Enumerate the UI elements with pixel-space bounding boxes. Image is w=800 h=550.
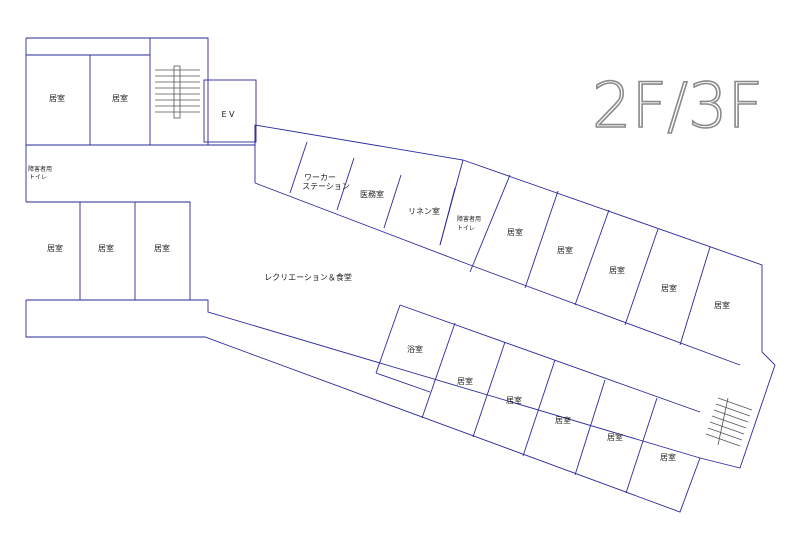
room-label-nw1: 居室 [49, 93, 65, 103]
floor-title: 2F/3F [592, 69, 763, 142]
nw-room-walls [89, 38, 151, 145]
south-room-walls [375, 304, 701, 494]
room-label-se4: 居室 [607, 432, 623, 442]
west-room-walls [79, 202, 136, 300]
room-label-ne4: 居室 [661, 283, 677, 293]
elevator-label: E V [221, 110, 235, 119]
bath-label: 浴室 [407, 344, 423, 354]
room-label-ne5: 居室 [714, 300, 730, 310]
staircase-south-east [705, 397, 753, 447]
room-label-nw2: 居室 [112, 93, 128, 103]
worker-station-label: ワーカー [304, 173, 336, 182]
room-label-se3: 居室 [555, 415, 571, 425]
accessible-toilet-west-label-2: トイレ [29, 174, 47, 181]
linen-room-label: リネン室 [408, 206, 440, 216]
north-service-walls [289, 141, 511, 273]
room-label-ne2: 居室 [557, 245, 573, 255]
room-label-ne3: 居室 [609, 265, 625, 275]
room-label-w3: 居室 [154, 243, 170, 253]
room-label-ne1: 居室 [507, 227, 523, 237]
room-label-w2: 居室 [98, 243, 114, 253]
worker-station-label-2: ステーション [302, 182, 350, 191]
room-label-se1: 居室 [457, 376, 473, 386]
building-outline [25, 37, 776, 513]
recreation-dining-label: レクリエーション＆食堂 [264, 272, 352, 282]
medical-office-label: 医務室 [360, 189, 384, 199]
accessible-toilet-east-label: 障害者用 [457, 215, 481, 223]
accessible-toilet-east-label-2: トイレ [457, 225, 475, 232]
room-label-se2: 居室 [506, 395, 522, 405]
elevator-box [203, 79, 257, 143]
staircase-north [155, 65, 200, 119]
room-label-se5: 居室 [660, 452, 676, 462]
accessible-toilet-west-label: 障害者用 [28, 165, 52, 173]
ne-room-walls [524, 190, 711, 346]
room-label-w1: 居室 [47, 243, 63, 253]
